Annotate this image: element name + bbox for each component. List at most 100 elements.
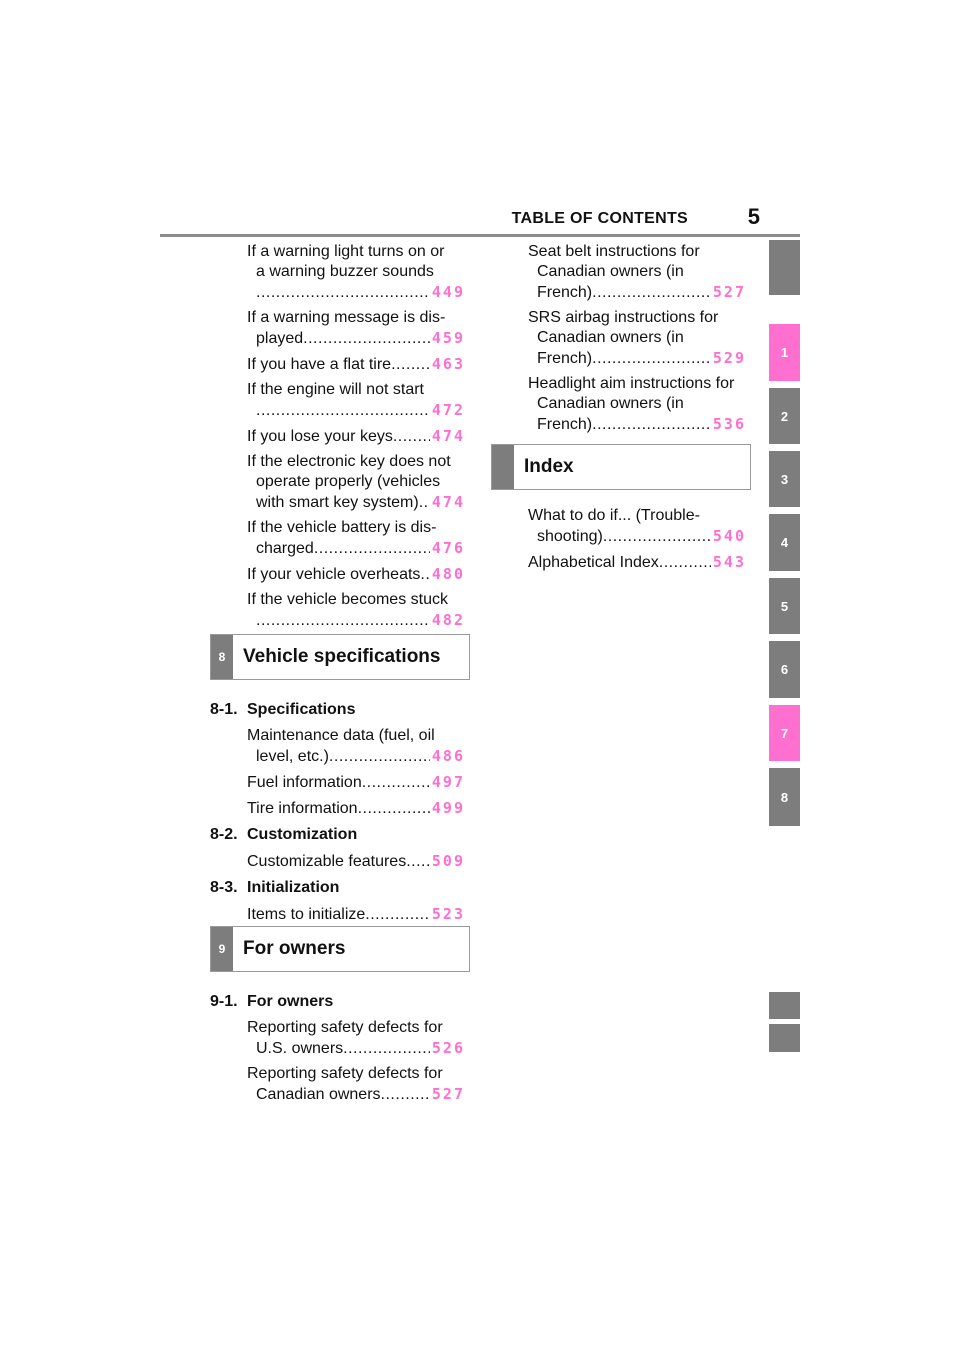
dot-leader [393, 427, 430, 447]
toc-entry-text: level, etc.) [256, 748, 329, 765]
toc-entry-text: Alphabetical Index [528, 554, 659, 571]
chapter-tab-8[interactable]: 8 [769, 768, 800, 826]
chapter-tab-2[interactable]: 2 [769, 388, 800, 444]
section-8-tab-number: 8 [211, 635, 233, 679]
header-title: TABLE OF CONTENTS [511, 210, 688, 227]
toc-entry-text: French) [537, 350, 593, 367]
chapter-tab-blank[interactable] [769, 1024, 800, 1052]
toc-entry[interactable]: Items to initialize523 [247, 904, 465, 925]
toc-entry-text: Canadian owners (in [537, 329, 684, 346]
page-link[interactable]: 499 [431, 799, 465, 817]
toc-entry-text: with smart key system) [256, 494, 419, 511]
page-number: 5 [747, 204, 760, 229]
page-link[interactable]: 486 [431, 747, 465, 765]
chapter-tab-5[interactable]: 5 [769, 578, 800, 634]
toc-entry[interactable]: If you lose your keys 474 [247, 426, 465, 447]
section-9-tab-number: 9 [211, 927, 233, 971]
toc-entry[interactable]: Alphabetical Index 543 [528, 552, 746, 573]
dot-leader [343, 1039, 430, 1059]
toc-entry-text: U.S. owners [256, 1040, 344, 1057]
toc-entry-text: Canadian owners (in [537, 395, 684, 412]
page-link[interactable]: 527 [712, 283, 746, 301]
toc-entry[interactable]: Fuel information497 [247, 772, 465, 793]
page-link[interactable]: 480 [431, 565, 465, 583]
toc-entry-text: Tire information [247, 800, 358, 817]
toc-entry-text: If you have a flat tire [247, 356, 392, 373]
toc-entry-text: If the vehicle battery is dis- [247, 519, 437, 536]
chapter-tab-4[interactable]: 4 [769, 514, 800, 571]
toc-entry-text: Canadian owners (in [537, 263, 684, 280]
chapter-tab-6[interactable]: 6 [769, 641, 800, 698]
page-link[interactable]: 527 [431, 1085, 465, 1103]
dot-leader [381, 1085, 430, 1105]
page-link[interactable]: 459 [431, 329, 465, 347]
section-9-title: For owners [243, 938, 346, 959]
toc-entry[interactable]: If the vehicle becomes stuck 482 [247, 590, 465, 631]
index-tab-marker [492, 445, 514, 489]
toc-entry-text: Reporting safety defects for [247, 1065, 443, 1082]
page-link[interactable]: 523 [431, 905, 465, 923]
toc-entry[interactable]: Tire information 499 [247, 798, 465, 819]
toc-entry-text: Seat belt instructions for [528, 243, 700, 260]
toc-entry-text: If the vehicle becomes stuck [247, 591, 448, 608]
toc-entry[interactable]: If a warning message is dis-played459 [247, 308, 465, 349]
page-link[interactable]: 474 [431, 427, 465, 445]
chapter-tab-3[interactable]: 3 [769, 451, 800, 507]
dot-leader [419, 493, 430, 513]
toc-entry[interactable]: If the vehicle battery is dis-charged476 [247, 518, 465, 559]
toc-entry-text: French) [537, 284, 593, 301]
page-link[interactable]: 474 [431, 493, 465, 511]
page-link[interactable]: 463 [431, 355, 465, 373]
dot-leader [358, 799, 430, 819]
page-link[interactable]: 449 [431, 283, 465, 301]
dot-leader [256, 611, 430, 631]
page-link[interactable]: 472 [431, 401, 465, 419]
toc-entry-text: SRS airbag instructions for [528, 309, 719, 326]
subsection-number: 9-1. [210, 993, 238, 1010]
chapter-tab-1[interactable]: 1 [769, 324, 800, 381]
dot-leader [256, 401, 430, 421]
toc-entry[interactable]: What to do if... (Trouble-shooting)540 [528, 506, 746, 547]
toc-entry-text: If your vehicle overheats [247, 566, 421, 583]
page-link[interactable]: 543 [712, 553, 746, 571]
toc-entry[interactable]: If your vehicle overheats 480 [247, 564, 465, 585]
toc-entry[interactable]: If the engine will not start472 [247, 380, 465, 421]
page-link[interactable]: 536 [712, 415, 746, 433]
page-link[interactable]: 529 [712, 349, 746, 367]
dot-leader [420, 565, 429, 585]
dot-leader [592, 283, 711, 303]
section-8-header: 8 Vehicle specifications [210, 634, 470, 680]
subsection-title: For owners [247, 993, 334, 1010]
subsection-heading: 9-1. For owners [210, 992, 465, 1012]
subsection-title: Specifications [247, 701, 356, 718]
toc-entry[interactable]: Customizable features509 [247, 851, 465, 872]
subsection-title: Initialization [247, 879, 340, 896]
page-link[interactable]: 482 [431, 611, 465, 629]
subsection-heading: 8-1. Specifications [210, 700, 465, 720]
section-8-title: Vehicle specifications [243, 646, 441, 667]
subsection-number: 8-1. [210, 701, 238, 718]
page-link[interactable]: 526 [431, 1039, 465, 1057]
toc-entry-text: If you lose your keys [247, 428, 393, 445]
toc-entry[interactable]: If you have a flat tire 463 [247, 354, 465, 375]
page-link[interactable]: 497 [431, 773, 465, 791]
dot-leader [303, 329, 430, 349]
index-section-header: Index [491, 444, 751, 490]
page-link[interactable]: 540 [712, 527, 746, 545]
chapter-tab-blank[interactable] [769, 992, 800, 1019]
chapter-tab-7[interactable]: 7 [769, 705, 800, 761]
page-link[interactable]: 509 [431, 852, 465, 870]
page-link[interactable]: 476 [431, 539, 465, 557]
chapter-tab-blank[interactable] [769, 240, 800, 295]
